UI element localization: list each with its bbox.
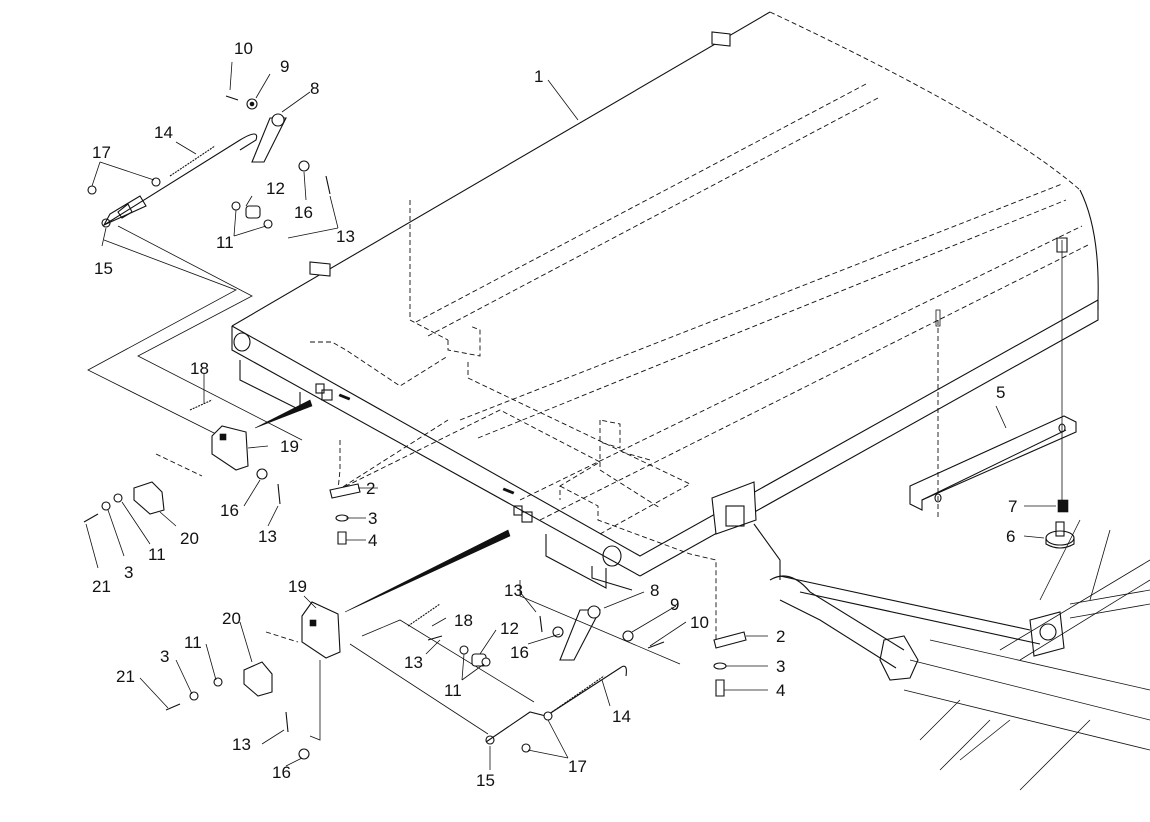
- machine-frame: [711, 481, 1150, 791]
- callout-12: 12: [266, 179, 285, 198]
- callout-15: 15: [94, 259, 113, 278]
- callout-17: 17: [92, 143, 111, 162]
- callout-10: 10: [690, 613, 709, 632]
- callout-13: 13: [232, 735, 251, 754]
- callout-19: 19: [280, 437, 299, 456]
- callout-18: 18: [454, 611, 473, 630]
- leader-lines: [85, 61, 1056, 770]
- callout-13: 13: [336, 227, 355, 246]
- callout-20: 20: [222, 609, 241, 628]
- callout-20: 20: [180, 529, 199, 548]
- callout-9: 9: [670, 595, 679, 614]
- callout-13: 13: [258, 527, 277, 546]
- callout-11: 11: [444, 681, 462, 700]
- callout-2: 2: [366, 479, 375, 498]
- callout-labels: 1 2 3 4 5 6 7 8 9 10 11 12 13 14 15 16 1…: [92, 39, 1017, 790]
- callout-10: 10: [234, 39, 253, 58]
- callout-16: 16: [294, 203, 313, 222]
- callout-7: 7: [1008, 497, 1017, 516]
- callout-16: 16: [220, 501, 239, 520]
- callout-4: 4: [368, 531, 377, 550]
- callout-1: 1: [534, 67, 543, 86]
- callout-3: 3: [368, 509, 377, 528]
- callout-12: 12: [500, 619, 519, 638]
- callout-13: 13: [504, 581, 523, 600]
- upper-linkage: [83, 95, 331, 523]
- callout-6: 6: [1006, 527, 1015, 546]
- callout-18: 18: [190, 359, 209, 378]
- callout-8: 8: [310, 79, 319, 98]
- callout-3: 3: [124, 563, 133, 582]
- callout-21: 21: [92, 577, 111, 596]
- callout-3: 3: [776, 657, 785, 676]
- callout-11: 11: [148, 545, 166, 564]
- assembly-lines: [310, 200, 1063, 640]
- rail-part-5: [909, 237, 1077, 549]
- callout-2: 2: [776, 627, 785, 646]
- callout-5: 5: [996, 383, 1005, 402]
- callout-16: 16: [510, 643, 529, 662]
- callout-16: 16: [272, 763, 291, 782]
- callout-19: 19: [288, 577, 307, 596]
- deck-panel: [231, 11, 1099, 613]
- callout-21: 21: [116, 667, 135, 686]
- callout-14: 14: [154, 123, 173, 142]
- callout-3: 3: [160, 647, 169, 666]
- callout-13: 13: [404, 653, 423, 672]
- callout-15: 15: [476, 771, 495, 790]
- lower-linkage: [165, 483, 747, 760]
- callout-4: 4: [776, 681, 785, 700]
- callout-9: 9: [280, 57, 289, 76]
- callout-17: 17: [568, 757, 587, 776]
- callout-11: 11: [184, 633, 202, 652]
- callout-8: 8: [650, 581, 659, 600]
- callout-14: 14: [612, 707, 631, 726]
- callout-11: 11: [216, 233, 234, 252]
